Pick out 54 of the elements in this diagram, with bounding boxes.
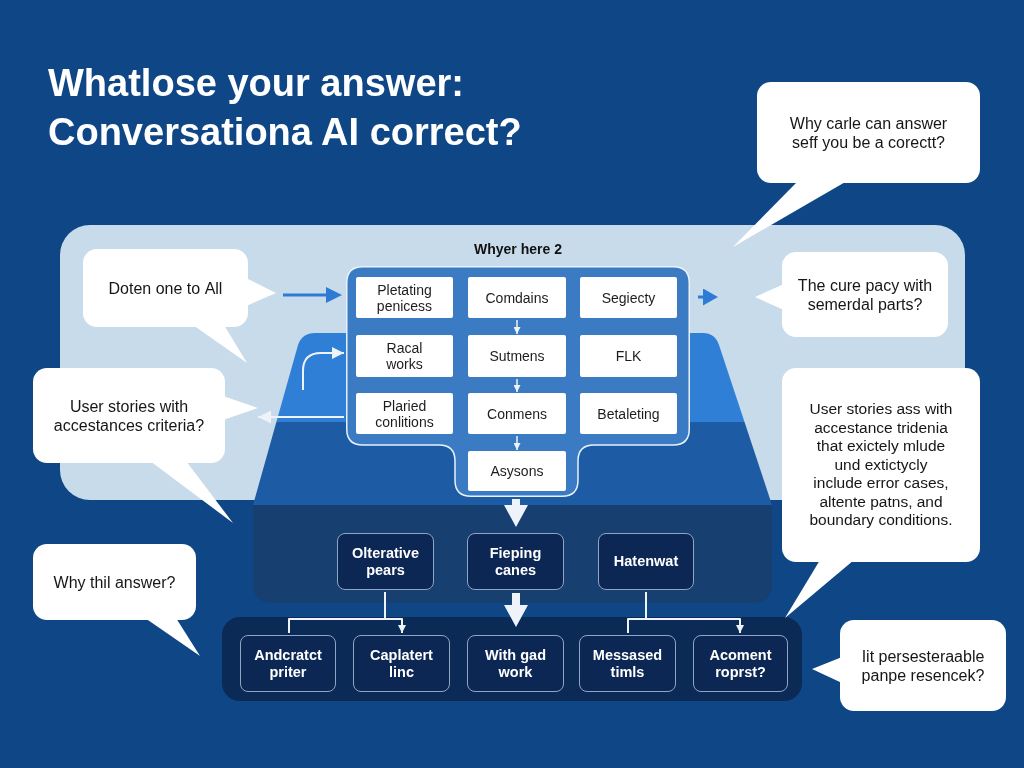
process-box — [598, 533, 694, 590]
process-box — [337, 533, 434, 590]
process-box — [356, 277, 453, 318]
box-label: Racal works — [385, 340, 424, 372]
process-box — [468, 393, 566, 434]
bubble-text: Iit persesteraable panpe resencek? — [860, 646, 986, 685]
process-box — [467, 635, 564, 692]
process-box — [468, 451, 566, 491]
box-label: Olterative pears — [351, 544, 420, 579]
process-box — [468, 335, 566, 377]
title: Whatlose your answer: Conversationa AI correct? — [48, 61, 523, 155]
box-label: Acoment roprst? — [708, 646, 773, 681]
arrow — [513, 378, 521, 393]
box-label: Segiecty — [601, 289, 656, 306]
arrow — [302, 347, 345, 391]
box-label: With gad work — [483, 646, 548, 681]
process-box — [580, 393, 677, 434]
arrow — [504, 499, 528, 527]
process-box — [353, 635, 450, 692]
bubble-text: The cure pacy with semerdal parts? — [796, 275, 934, 314]
arrow — [257, 410, 345, 424]
box-label: Conmens — [487, 405, 547, 422]
bubble-text: User stories ass with accestance tridenia that exictely mlude und extictycly include error cases, altente patns, and boundary conditions. — [808, 400, 954, 530]
bubble-text: User stories with accestances criteria? — [52, 396, 206, 435]
box-label: Asysons — [490, 463, 544, 479]
bubble-text: Why thil answer? — [53, 572, 176, 592]
box-label: Andcratct priter — [253, 646, 323, 681]
process-box — [580, 277, 677, 318]
box-label: Pletating penicess — [375, 281, 434, 314]
process-box — [356, 393, 453, 434]
box-label: Comdains — [485, 289, 549, 306]
arrow — [513, 319, 521, 335]
process-box — [356, 335, 453, 377]
process-box — [693, 635, 788, 692]
process-box — [580, 335, 677, 377]
box-label: Caplatert linc — [369, 646, 434, 681]
box-label: Fieping canes — [488, 544, 543, 579]
arrow — [698, 288, 718, 306]
panel-heading: Whyer here 2 — [473, 240, 563, 258]
process-box — [240, 635, 336, 692]
bubble-text: Why carle can answer seff you be a corectt? — [788, 113, 949, 152]
process-box — [579, 635, 676, 692]
box-label: FLK — [615, 348, 642, 364]
box-label: Betaleting — [597, 405, 660, 422]
process-box — [468, 277, 566, 318]
process-box — [467, 533, 564, 590]
bubble-text: Doten one to All — [108, 278, 223, 298]
box-label: Plaried conlitions — [374, 397, 435, 430]
box-label: Hatenwat — [613, 553, 679, 570]
arrow — [283, 287, 342, 303]
arrow — [504, 593, 528, 627]
box-label: Sutmens — [489, 348, 545, 364]
arrow — [513, 435, 521, 451]
box-label: Messased timls — [591, 646, 664, 681]
